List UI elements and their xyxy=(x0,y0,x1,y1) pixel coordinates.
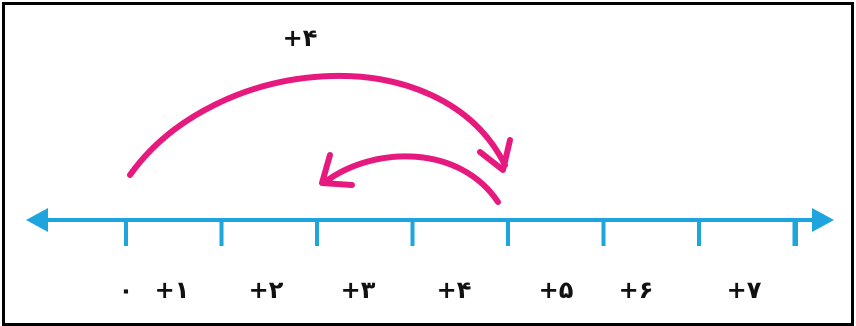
tick-label-7: +۷ xyxy=(727,276,762,304)
left-arrowhead xyxy=(26,208,48,232)
tick-label-6: +۶ xyxy=(619,276,654,304)
tick-label-1: +۱ xyxy=(155,276,190,304)
right-arrowhead xyxy=(812,208,834,232)
backward-jump-arrowhead xyxy=(319,152,355,188)
forward-jump-arc xyxy=(127,72,508,178)
tick-labels-group: ۰ +۱ +۲ +۳ +۴ +۵ +۶ +۷ xyxy=(119,276,762,304)
jump-label: +۴ xyxy=(283,24,318,52)
ticks-group xyxy=(124,222,797,246)
backward-jump-arc xyxy=(322,153,501,205)
tick-label-3: +۳ xyxy=(341,276,376,304)
tick-label-5: +۵ xyxy=(539,276,574,304)
tick-label-0: ۰ xyxy=(119,276,134,304)
forward-jump-arrowhead xyxy=(477,137,513,173)
tick-label-2: +۲ xyxy=(249,276,284,304)
tick-label-4: +۴ xyxy=(437,276,472,304)
